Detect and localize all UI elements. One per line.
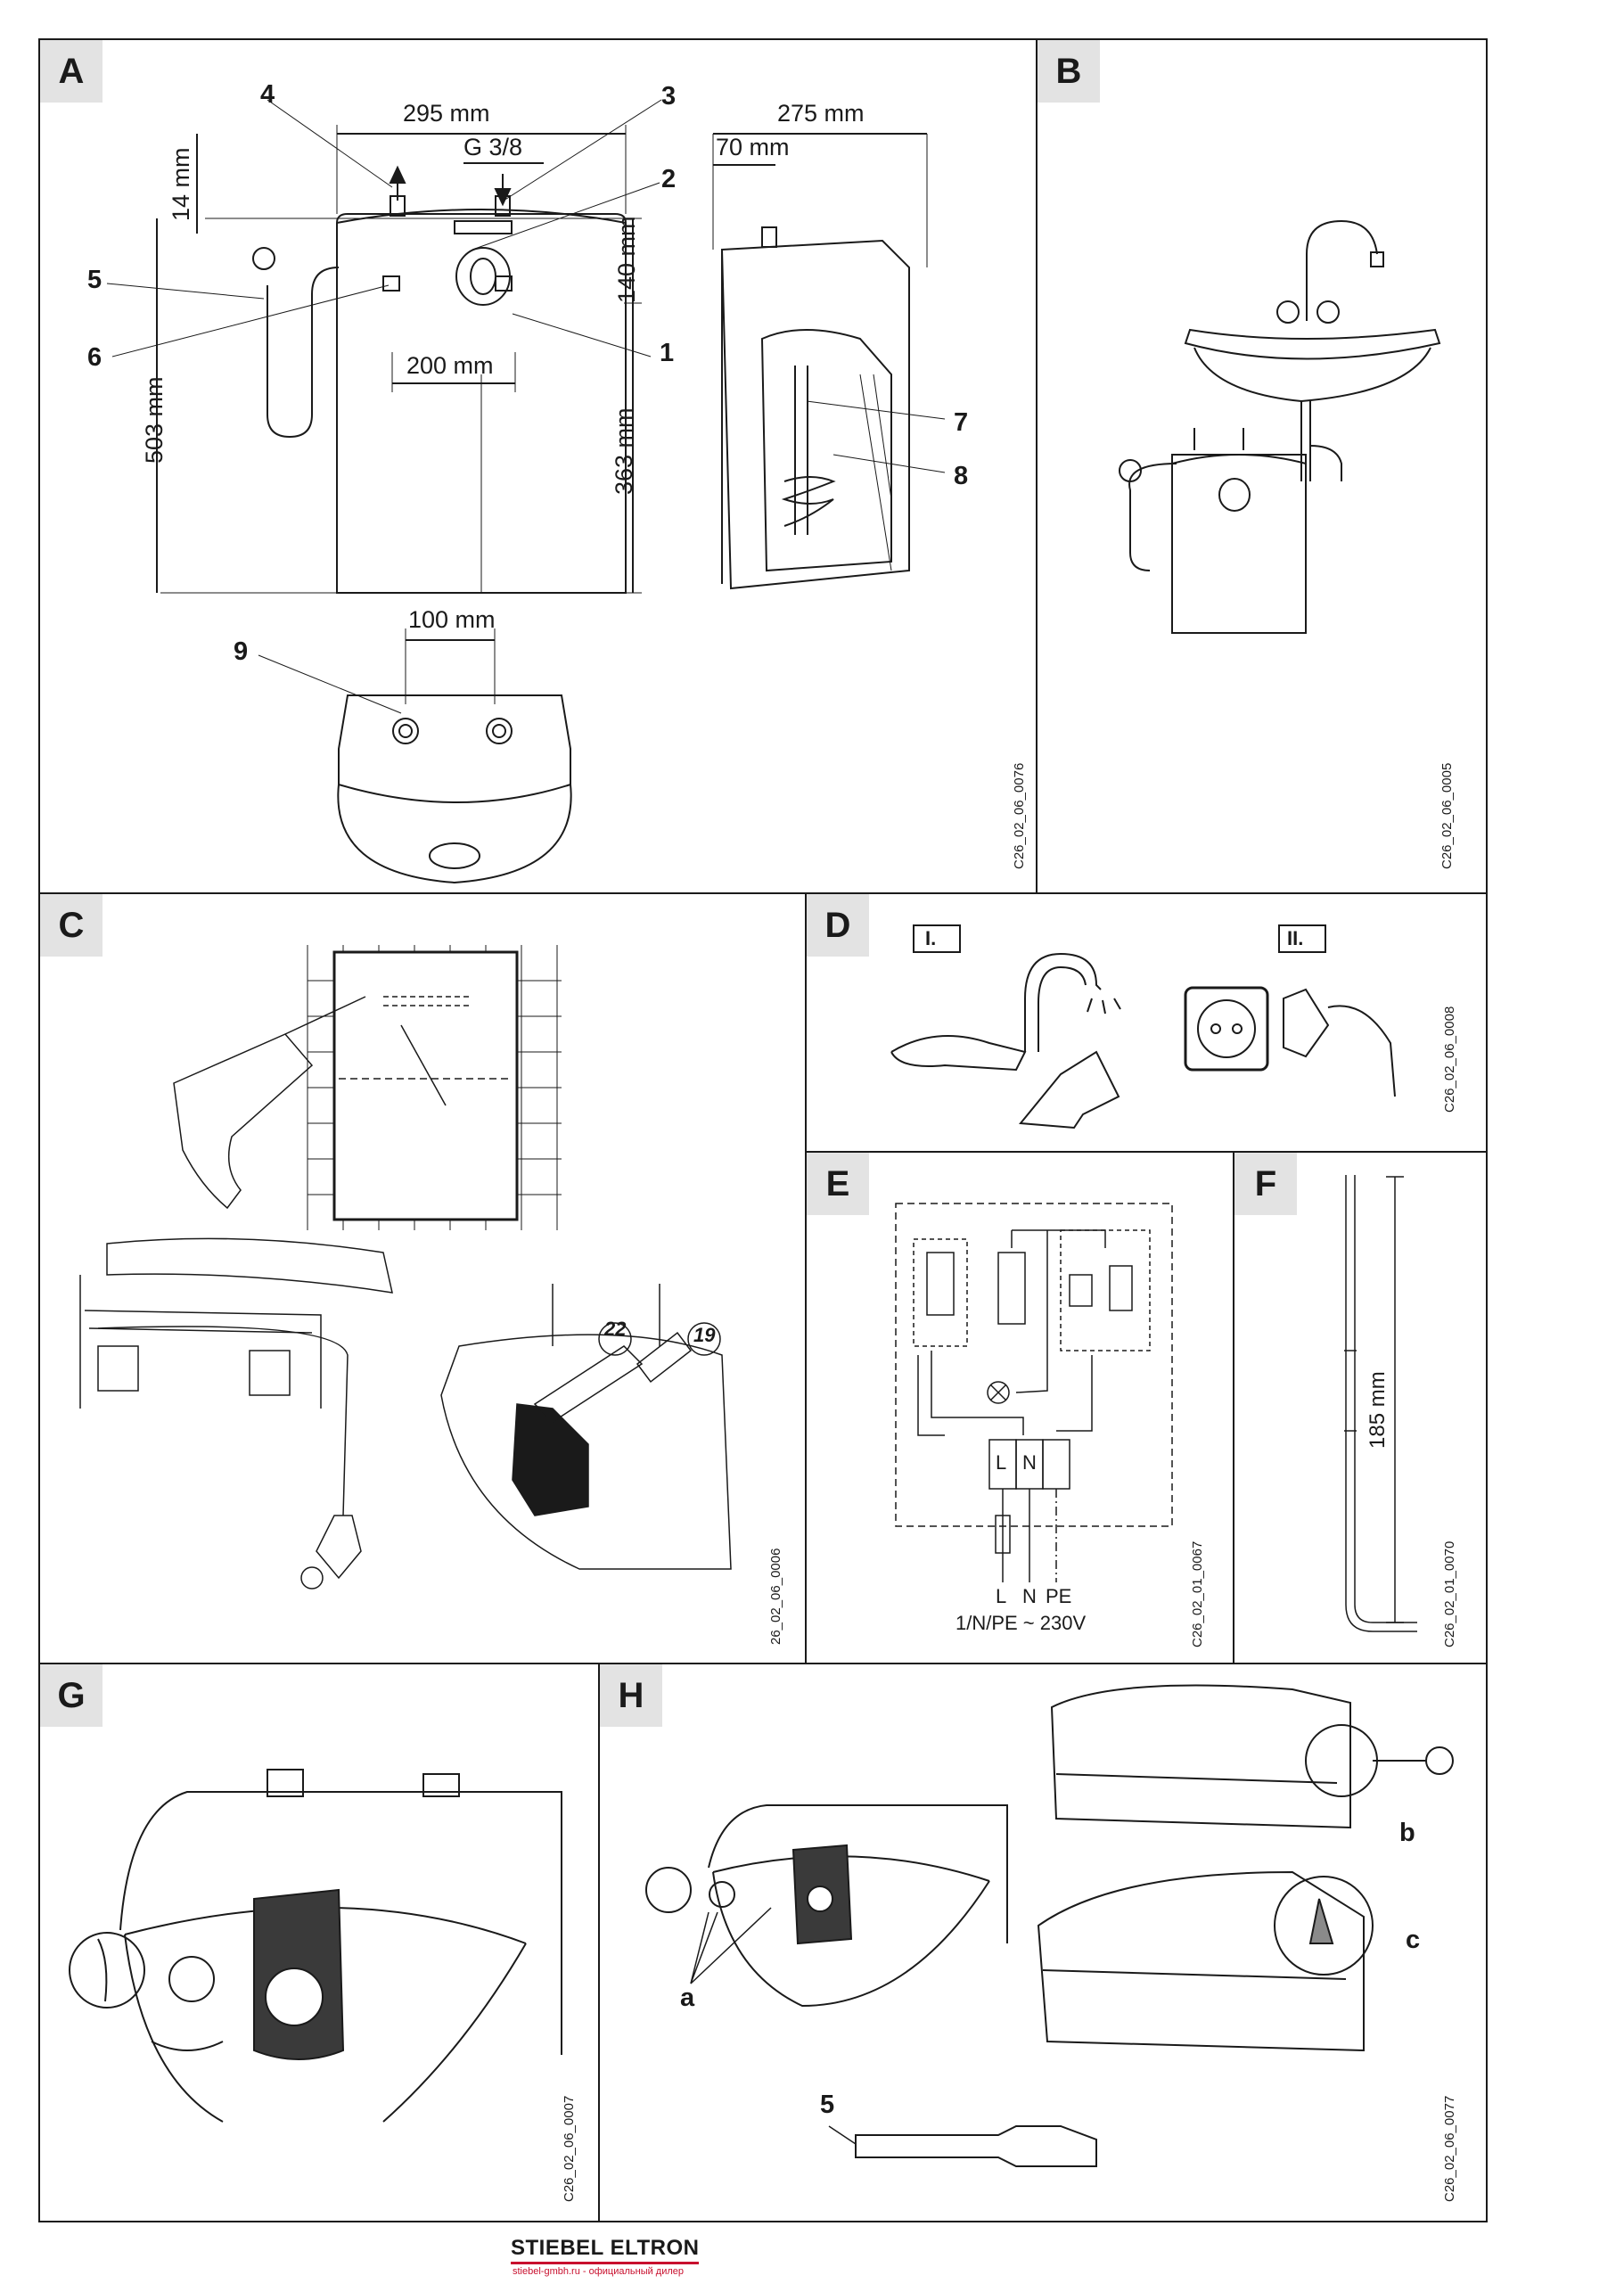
figure-code-b: C26_02_06_0005 — [1439, 762, 1455, 869]
figure-code-d: C26_02_06_0008 — [1442, 1006, 1457, 1113]
panel-label-a: A — [40, 40, 103, 103]
dim-140: 140 mm — [613, 216, 640, 303]
dim-363: 363 mm — [611, 407, 637, 495]
wire-n: N — [1022, 1585, 1037, 1607]
panel-label-b: B — [1038, 40, 1100, 103]
dealer-link[interactable]: stiebel-gmbh.ru - официальный дилер — [513, 2266, 685, 2277]
dim-200: 200 mm — [406, 352, 494, 379]
wrench-size-22: 22 — [604, 1318, 627, 1340]
figure-code-g: C26_02_06_0007 — [562, 2095, 577, 2202]
terminal-n: N — [1022, 1451, 1037, 1474]
callout-4: 4 — [260, 80, 275, 109]
terminal-l: L — [996, 1451, 1007, 1474]
panel-b-drawing — [1119, 219, 1441, 634]
callout-b: b — [1399, 1819, 1415, 1847]
figure-code-e: C26_02_01_0067 — [1190, 1540, 1205, 1647]
figure-code-a: C26_02_06_0076 — [1012, 762, 1027, 869]
dim-70: 70 mm — [716, 134, 790, 160]
panel-d-drawing — [890, 924, 1396, 1130]
figure-code-c: 26_02_06_0006 — [768, 1548, 783, 1645]
figure-code-h: C26_02_06_0077 — [1442, 2095, 1457, 2202]
wire-l: L — [996, 1585, 1007, 1607]
panel-g-drawing — [69, 1769, 562, 2123]
callout-3: 3 — [661, 82, 677, 111]
panel-label-e: E — [807, 1153, 869, 1215]
callout-a: a — [680, 1984, 695, 2012]
callout-5: 5 — [87, 266, 103, 294]
dim-100: 100 mm — [408, 606, 496, 633]
panel-label-d: D — [807, 894, 869, 957]
brand-logo: STIEBEL ELTRON — [511, 2236, 700, 2264]
callout-1: 1 — [660, 339, 675, 367]
step-one: I. — [925, 927, 937, 949]
callout-7: 7 — [954, 408, 969, 437]
panel-c-drawing — [79, 945, 732, 1590]
callout-5-connector: 5 — [820, 2091, 835, 2119]
callout-c: c — [1406, 1926, 1421, 1954]
wrench-size-19: 19 — [693, 1324, 716, 1346]
figure-code-f: C26_02_01_0070 — [1442, 1540, 1457, 1647]
panel-f-drawing — [1344, 1175, 1417, 1632]
dim-width-295: 295 mm — [403, 100, 490, 127]
panel-a-drawing — [106, 99, 946, 884]
callout-9: 9 — [234, 637, 249, 666]
supply-rating: 1/N/PE ~ 230V — [956, 1612, 1087, 1634]
wire-pe: PE — [1046, 1585, 1072, 1607]
callout-2: 2 — [661, 165, 677, 193]
dim-thread-g38: G 3/8 — [463, 134, 523, 160]
dim-185: 185 mm — [1366, 1371, 1390, 1449]
panel-label-c: C — [40, 894, 103, 957]
panel-label-g: G — [40, 1664, 103, 1727]
step-two: II. — [1287, 927, 1304, 949]
panel-label-f: F — [1234, 1153, 1297, 1215]
dim-depth-275: 275 mm — [777, 100, 865, 127]
panel-h-drawing — [645, 1684, 1454, 2167]
dim-503: 503 mm — [141, 376, 168, 464]
dim-14: 14 mm — [168, 147, 194, 221]
callout-6: 6 — [87, 343, 103, 372]
callout-8: 8 — [954, 462, 969, 490]
panel-label-h: H — [600, 1664, 662, 1727]
panel-e-drawing — [895, 1203, 1173, 1582]
